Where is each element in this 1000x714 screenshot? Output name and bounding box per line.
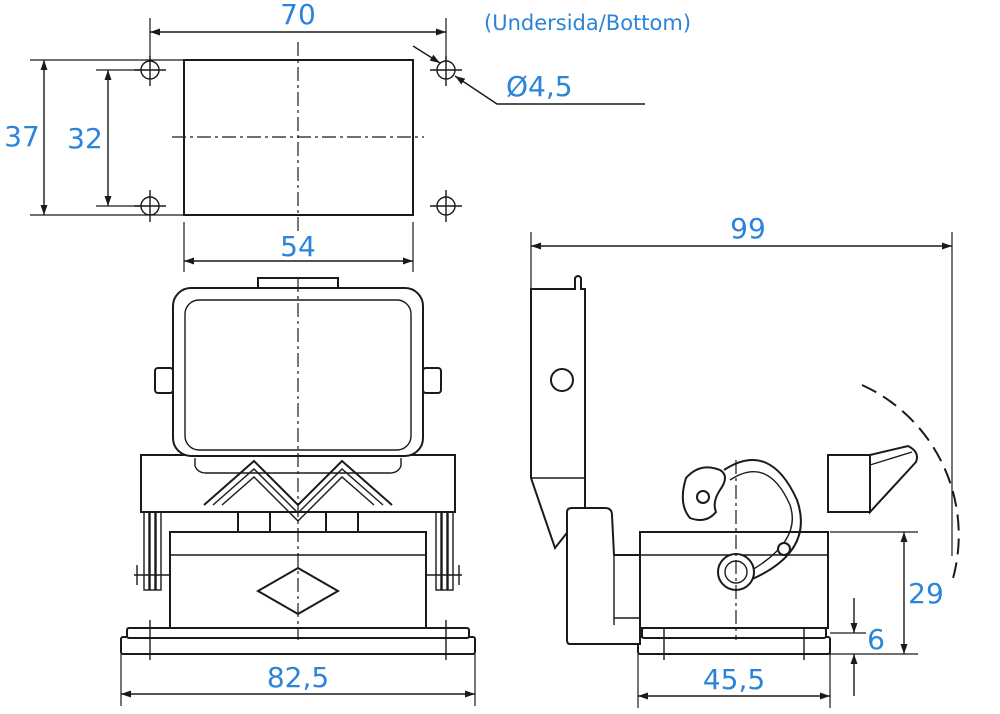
dim-label-29: 29 (908, 577, 944, 610)
bottom-note: (Undersida/Bottom) (484, 11, 691, 35)
dim-label-70: 70 (280, 0, 316, 31)
dim-label-6: 6 (867, 623, 885, 656)
latch-arc (723, 459, 802, 581)
hood-pin-right (422, 367, 442, 394)
hinge-plate (566, 507, 641, 645)
side-base-plate (637, 636, 831, 655)
lever-handle (869, 444, 918, 515)
handle-block (827, 454, 871, 513)
hole-leader-arrow (412, 45, 441, 64)
dim-label-99: 99 (730, 212, 766, 245)
hood-inner (184, 299, 412, 451)
side-screw-left (134, 511, 172, 591)
dim-label-37: 37 (4, 120, 40, 153)
dim-label-54: 54 (280, 230, 316, 263)
bottom-view (30, 18, 645, 272)
side-view (530, 232, 960, 708)
hood-pivot (550, 368, 574, 392)
dim-label-45-5: 45,5 (703, 663, 765, 696)
mounting-hole (430, 190, 462, 222)
front-view (120, 277, 476, 706)
dim-label-hole: Ø4,5 (506, 70, 573, 103)
dim-label-82-5: 82,5 (267, 661, 329, 694)
dim-label-32: 32 (67, 122, 103, 155)
hole-leader-line (454, 75, 645, 105)
hood-pin-left (154, 367, 174, 394)
swing-arc (861, 384, 960, 583)
side-screw-right (424, 511, 462, 591)
